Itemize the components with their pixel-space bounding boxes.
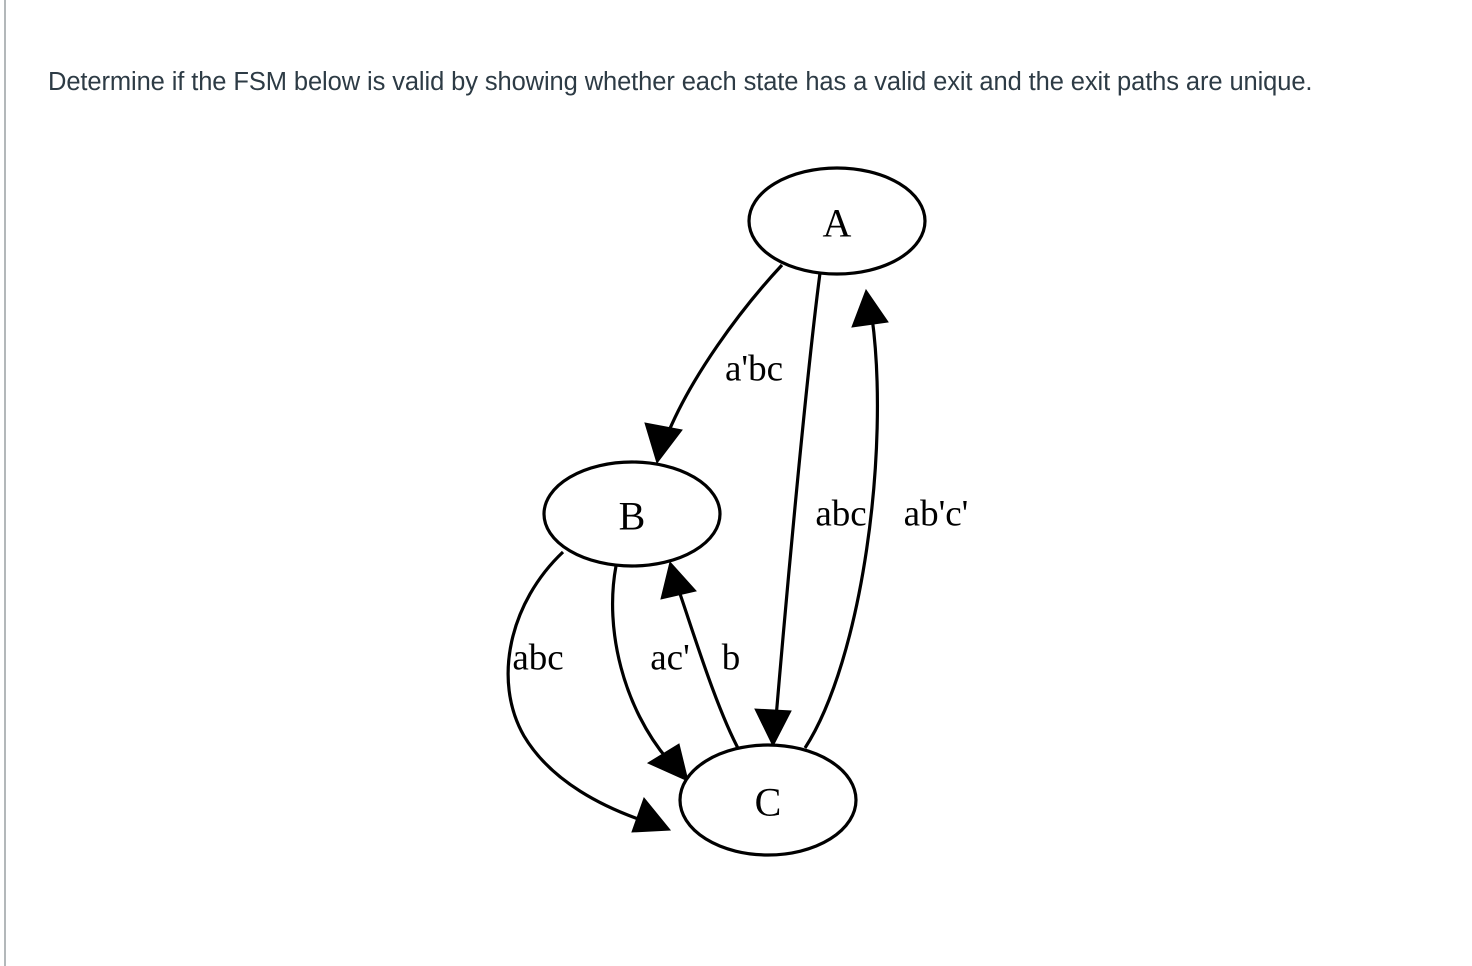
transition-a-to-c: abc	[754, 272, 867, 748]
edge-path-c-to-a	[803, 316, 879, 749]
state-label-c: C	[755, 780, 782, 825]
transition-c-to-b: b	[660, 560, 742, 753]
transition-c-to-a: ab'c'	[803, 288, 969, 749]
state-node-c[interactable]: C	[678, 743, 858, 857]
fsm-diagram: a'bc abc ab'c' abc	[0, 120, 1472, 950]
transition-label-a-to-c: abc	[815, 494, 866, 535]
transition-label-b-to-c-acprime: ac'	[650, 638, 690, 679]
arrowhead-into-c-from-b-acprime	[646, 743, 689, 782]
edge-path-c-to-b	[676, 587, 742, 753]
state-node-b[interactable]: B	[542, 460, 722, 568]
state-label-a: A	[823, 201, 852, 246]
arrowhead-into-c-from-b-abc	[631, 796, 672, 833]
transition-label-a-to-b: a'bc	[725, 349, 783, 390]
transition-b-to-c-acprime: ac'	[610, 565, 690, 782]
transition-label-b-to-c-abc: abc	[512, 638, 563, 679]
transition-a-to-b: a'bc	[644, 263, 784, 465]
arrowhead-into-a	[851, 288, 889, 328]
edge-path-a-to-b	[664, 263, 784, 439]
arrowhead-into-b	[644, 422, 683, 465]
state-label-b: B	[619, 494, 646, 539]
fsm-svg-canvas: a'bc abc ab'c' abc	[506, 166, 969, 857]
state-node-a[interactable]: A	[747, 166, 927, 276]
edge-path-b-to-c-abc	[506, 550, 645, 823]
edge-path-a-to-c	[774, 272, 822, 719]
left-border-rule	[4, 0, 6, 966]
state-ellipse-b[interactable]	[542, 460, 722, 568]
transition-label-c-to-a: ab'c'	[904, 494, 969, 535]
transition-b-to-c-abc: abc	[506, 550, 672, 833]
state-ellipse-a[interactable]	[747, 166, 927, 276]
arrowhead-into-b-from-c	[660, 560, 697, 600]
state-ellipse-c[interactable]	[678, 743, 858, 857]
transition-label-c-to-b: b	[722, 638, 741, 679]
arrowhead-into-c-from-a	[754, 708, 792, 748]
edge-path-b-to-c-acprime	[610, 565, 670, 762]
question-prompt: Determine if the FSM below is valid by s…	[48, 67, 1313, 96]
